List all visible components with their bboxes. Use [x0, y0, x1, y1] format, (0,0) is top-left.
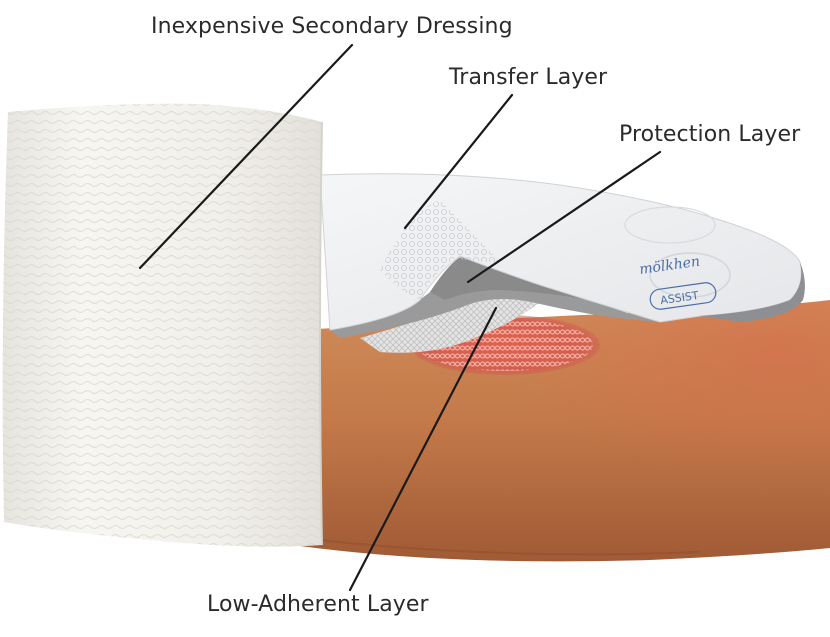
label-protection-layer: Protection Layer — [619, 124, 800, 146]
label-transfer-layer: Transfer Layer — [449, 67, 607, 89]
label-low-adherent-layer: Low-Adherent Layer — [207, 594, 429, 616]
label-secondary-dressing: Inexpensive Secondary Dressing — [151, 16, 513, 38]
secondary-gauze-dressing — [3, 104, 322, 547]
